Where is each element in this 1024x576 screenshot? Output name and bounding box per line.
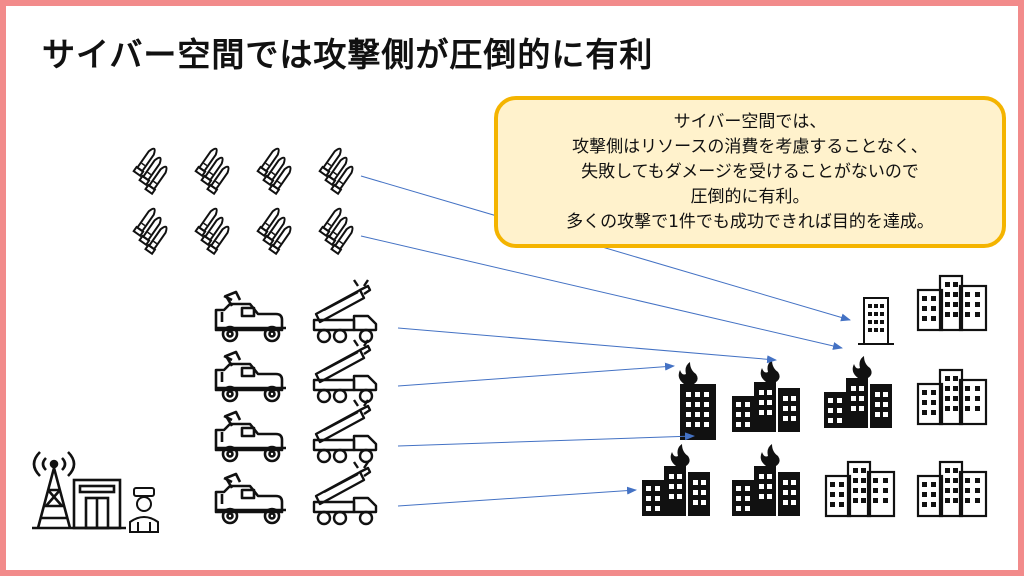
rocket-launcher-truck-icon — [312, 398, 378, 464]
attack-arrow — [397, 432, 695, 447]
building-icon — [916, 368, 988, 426]
burning-building-icon — [732, 444, 800, 516]
ammo-group — [128, 145, 361, 255]
burning-building-icon — [678, 362, 716, 440]
soldier-icon — [129, 487, 159, 533]
callout-box: サイバー空間では、 攻撃側はリソースの消費を考慮することなく、 失敗してもダメー… — [494, 96, 1006, 248]
burning-building-icon — [732, 360, 800, 432]
vehicle-group — [214, 278, 378, 526]
burning-building-icon — [824, 356, 892, 428]
bullets-icon — [128, 205, 175, 255]
bullets-icon — [190, 145, 237, 195]
bullets-icon — [252, 145, 299, 195]
building-icon — [916, 274, 988, 332]
bullets-icon — [190, 205, 237, 255]
target-group — [642, 274, 988, 518]
attack-arrow — [360, 175, 851, 322]
attack-arrow — [397, 486, 637, 507]
rocket-launcher-truck-icon — [312, 338, 378, 404]
attack-arrow — [397, 327, 777, 364]
diagram-canvas — [32, 145, 988, 533]
attack-arrows — [360, 175, 851, 507]
armored-truck-icon — [214, 350, 288, 403]
attacker-base — [32, 451, 159, 533]
callout-line: サイバー空間では、 — [673, 111, 827, 132]
callout-line: 失敗してもダメージを受けることがないので — [581, 161, 919, 182]
bullets-icon — [314, 205, 361, 255]
slide-title: サイバー空間では攻撃側が圧倒的に有利 — [42, 35, 654, 74]
bullets-icon — [314, 145, 361, 195]
rocket-launcher-truck-icon — [312, 460, 378, 526]
armored-truck-icon — [214, 410, 288, 463]
building-icon — [824, 460, 896, 518]
attack-arrow — [360, 235, 843, 350]
armored-truck-icon — [214, 472, 288, 525]
armored-truck-icon — [214, 290, 288, 343]
attack-arrow — [397, 362, 675, 387]
rocket-launcher-truck-icon — [312, 278, 378, 344]
burning-building-icon — [642, 444, 710, 516]
base-building-icon — [72, 478, 122, 530]
building-icon — [858, 297, 894, 345]
callout-line: 圧倒的に有利。 — [690, 186, 810, 207]
callout-line: 多くの攻撃で1件でも成功できれば目的を達成。 — [566, 211, 934, 232]
building-icon — [916, 460, 988, 518]
bullets-icon — [252, 205, 299, 255]
bullets-icon — [128, 145, 175, 195]
callout-line: 攻撃側はリソースの消費を考慮することなく、 — [572, 136, 928, 157]
